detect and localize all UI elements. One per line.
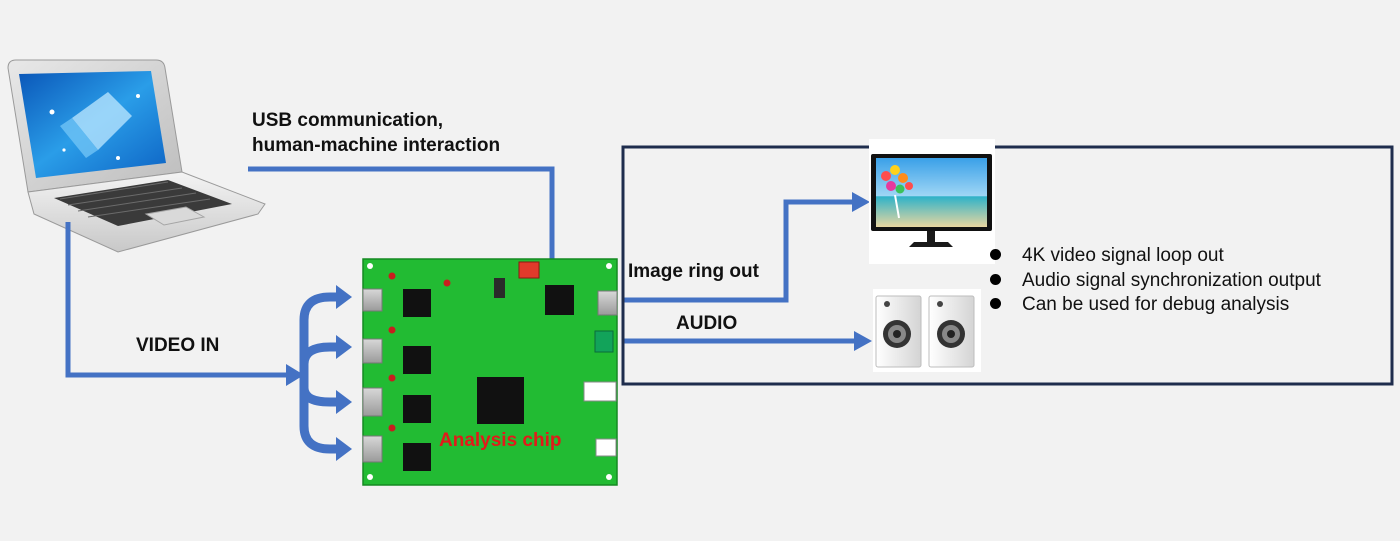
ic-chip-2 <box>545 285 574 315</box>
board-input-port-1 <box>362 288 383 312</box>
input-splitter <box>299 292 343 454</box>
feature-item: Audio signal synchronization output <box>990 269 1321 294</box>
audio-label: AUDIO <box>676 313 738 334</box>
analysis-chip-label: Analysis chip <box>439 430 562 451</box>
laptop-icon <box>7 59 266 253</box>
seven-segment <box>494 278 505 298</box>
feature-item: 4K video signal loop out <box>990 244 1321 269</box>
circuit-board-icon <box>362 258 618 486</box>
image-ring-out-label: Image ring out <box>628 261 759 282</box>
image-ring-out-line <box>622 199 856 303</box>
speakers-icon <box>873 289 981 372</box>
output-frame <box>621 145 1394 386</box>
feature-text: 4K video signal loop out <box>1022 245 1224 266</box>
feature-item: Can be used for debug analysis <box>990 293 1321 318</box>
video-in-arrowhead <box>286 364 304 386</box>
board-input-port-4 <box>362 435 383 463</box>
splitter-arrowheads <box>336 285 352 461</box>
power-port <box>595 438 617 457</box>
laptop-touchpad <box>144 206 206 226</box>
analysis-chip-die <box>477 377 524 424</box>
board-input-port-3 <box>362 387 383 417</box>
usb-label-line1: USB communication, <box>252 110 444 131</box>
image-out-arrowhead <box>852 192 870 212</box>
audio-jack <box>594 330 614 353</box>
laptop-keyboard <box>54 180 232 226</box>
board-input-port-2 <box>362 338 383 364</box>
board-output-port <box>597 290 618 316</box>
usb-label-line2: human-machine interaction <box>252 135 501 156</box>
bullet-icon <box>990 249 1001 260</box>
ic-chip-5 <box>403 443 431 471</box>
bullet-icon <box>990 273 1001 285</box>
feature-text: Audio signal synchronization output <box>1022 269 1321 291</box>
bullet-icon <box>990 298 1001 309</box>
usb-port <box>583 381 617 402</box>
ic-chip-3 <box>403 346 431 374</box>
red-connector <box>518 261 540 279</box>
feature-list: 4K video signal loop out Audio signal sy… <box>990 244 1321 318</box>
video-in-line <box>65 222 290 378</box>
feature-text: Can be used for debug analysis <box>1022 294 1290 315</box>
ic-chip-4 <box>403 395 431 423</box>
balloons <box>881 165 913 219</box>
ic-chip-1 <box>403 289 431 317</box>
video-in-label: VIDEO IN <box>136 335 220 356</box>
audio-arrowhead <box>854 331 872 351</box>
monitor-icon <box>869 139 995 264</box>
monitor-stand <box>909 242 953 247</box>
